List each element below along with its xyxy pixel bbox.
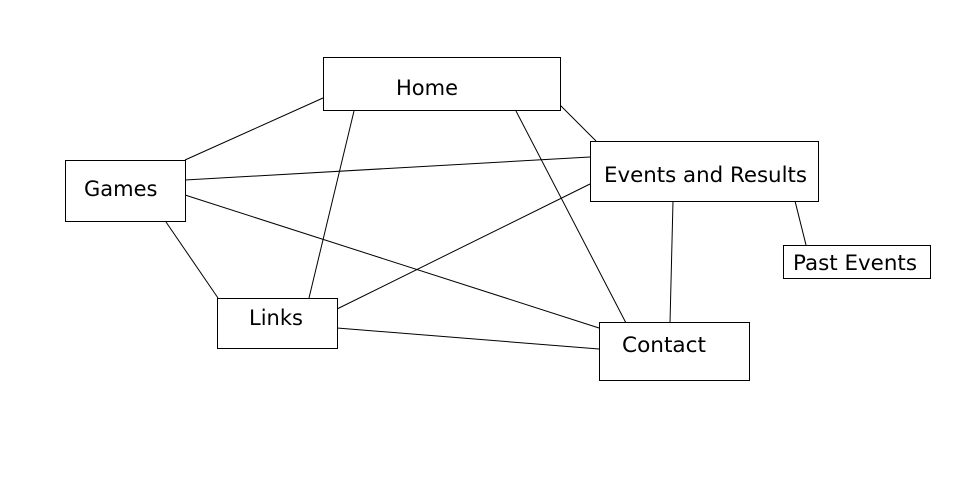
connectors: [165, 97, 807, 350]
node-links: Links: [217, 298, 338, 349]
node-links-label: Links: [249, 306, 303, 330]
node-home-box: [323, 57, 561, 111]
edge-events-contact: [669, 200, 674, 324]
edge-home-events: [559, 104, 597, 142]
node-past-events: Past Events: [783, 245, 931, 279]
node-events-label: Events and Results: [604, 163, 807, 187]
edge-home-links: [308, 110, 355, 299]
node-past-events-box: [783, 245, 931, 279]
node-contact-box: [599, 322, 750, 381]
edge-events-past-events: [794, 200, 807, 246]
node-games-box: [65, 160, 186, 222]
edge-home-contact: [515, 110, 627, 324]
node-games-label: Games: [84, 177, 157, 201]
node-events-box: [590, 141, 819, 202]
edge-games-contact: [184, 194, 600, 329]
edge-games-events: [184, 156, 591, 181]
node-past-events-label: Past Events: [793, 251, 917, 275]
node-games: Games: [65, 160, 186, 222]
node-home-label: Home: [396, 76, 458, 100]
edge-links-contact: [336, 327, 600, 350]
node-links-box: [217, 298, 338, 349]
node-contact: Contact: [599, 322, 750, 381]
edge-home-games: [184, 97, 324, 161]
node-home: Home: [323, 57, 561, 111]
edge-events-links: [336, 183, 591, 310]
edge-games-links: [165, 221, 219, 299]
node-events-and-results: Events and Results: [590, 141, 819, 202]
node-contact-label: Contact: [622, 333, 706, 357]
